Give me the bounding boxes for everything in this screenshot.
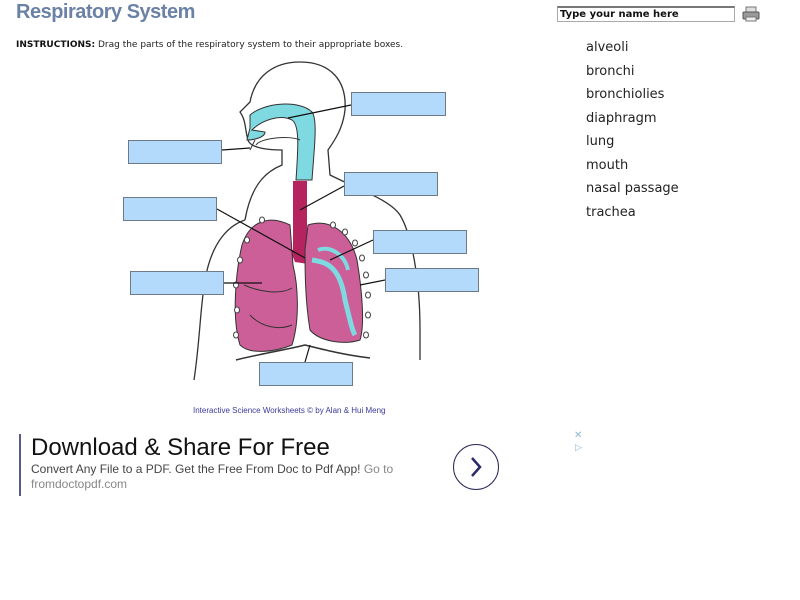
adchoices-icon[interactable]: ▷ <box>575 443 582 453</box>
printer-icon[interactable] <box>742 6 760 22</box>
instructions-label: INSTRUCTIONS: <box>16 40 96 50</box>
ad-body[interactable]: Convert Any File to a PDF. Get the Free … <box>31 462 421 492</box>
ad-banner[interactable]: Download & Share For Free Convert Any Fi… <box>19 434 489 496</box>
drop-box-bronchioles[interactable] <box>373 230 467 254</box>
page-title: Respiratory System <box>16 1 195 23</box>
drop-box-alveoli[interactable] <box>385 268 479 292</box>
ad-link-text: Go to fromdoctopdf.com <box>31 462 394 491</box>
credit-link[interactable]: Interactive Science Worksheets © by Alan… <box>193 406 386 415</box>
chevron-right-icon <box>471 457 482 477</box>
ad-title[interactable]: Download & Share For Free <box>31 434 330 461</box>
word-bronchioles[interactable]: bronchiolies <box>586 87 665 102</box>
ad-close-icon[interactable]: ✕ <box>574 430 583 441</box>
drop-box-diaphragm[interactable] <box>259 362 353 386</box>
word-diaphragm[interactable]: diaphragm <box>586 110 657 126</box>
drop-box-bronchi[interactable] <box>123 197 217 221</box>
ad-body-text: Convert Any File to a PDF. Get the Free … <box>31 462 361 476</box>
instructions-text: Drag the parts of the respiratory system… <box>95 40 404 50</box>
word-lung[interactable]: lung <box>586 134 615 149</box>
drop-box-lung[interactable] <box>130 271 224 295</box>
word-alveoli[interactable]: alveoli <box>586 40 629 55</box>
word-trachea[interactable]: trachea <box>586 204 636 220</box>
instructions: INSTRUCTIONS: Drag the parts of the resp… <box>16 40 403 50</box>
drop-box-trachea[interactable] <box>344 172 438 196</box>
respiratory-diagram <box>193 61 421 381</box>
word-bank: alveoli bronchi bronchiolies diaphragm l… <box>586 39 679 227</box>
drop-box-nasal-passage[interactable] <box>351 92 446 116</box>
name-input[interactable] <box>557 6 735 22</box>
ad-go-button[interactable] <box>453 444 499 490</box>
drop-box-mouth[interactable] <box>128 140 222 164</box>
word-bronchi[interactable]: bronchi <box>586 63 635 79</box>
word-nasal-passage[interactable]: nasal passage <box>586 181 679 196</box>
word-mouth[interactable]: mouth <box>586 157 629 173</box>
